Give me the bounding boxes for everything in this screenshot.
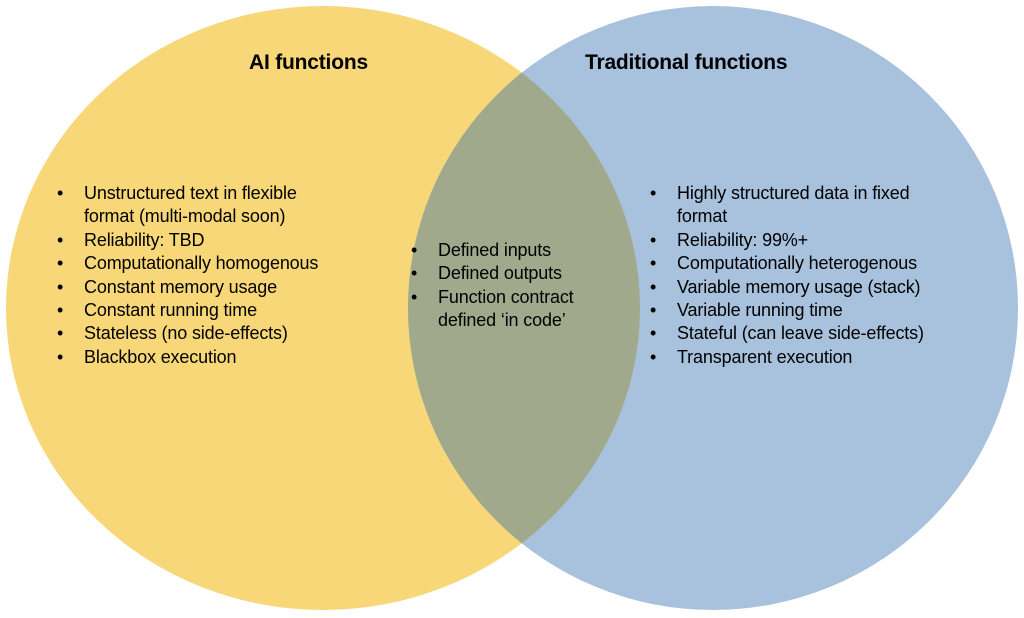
right-set-item: Computationally heterogenous [649, 252, 1019, 276]
left-set-item: Reliability: TBD [56, 229, 396, 253]
right-set-title: Traditional functions [585, 51, 788, 74]
overlap-item: Function contract defined ‘in code’ [410, 286, 630, 333]
right-set-item: Variable memory usage (stack) [649, 276, 1019, 300]
left-set-item: Stateless (no side-effects) [56, 322, 396, 346]
overlap-item: Defined outputs [410, 262, 630, 286]
right-set-item: Variable running time [649, 299, 1019, 323]
left-set-item: Computationally homogenous [56, 252, 396, 276]
left-set-item: Constant running time [56, 299, 396, 323]
left-set-item: Blackbox execution [56, 346, 396, 370]
left-set-item: Constant memory usage [56, 276, 396, 300]
overlap-region [408, 6, 640, 610]
right-set-item: Reliability: 99%+ [649, 229, 1019, 253]
right-set-item: Highly structured data in fixed format [649, 182, 1019, 229]
overlap-list: Defined inputs Defined outputs Function … [410, 239, 630, 333]
left-set-item: Unstructured text in flexible format (mu… [56, 182, 396, 229]
right-set-item: Stateful (can leave side-effects) [649, 322, 1019, 346]
overlap-item: Defined inputs [410, 239, 630, 263]
left-set-list: Unstructured text in flexible format (mu… [56, 182, 396, 370]
left-set-title: AI functions [249, 51, 368, 74]
right-set-list: Highly structured data in fixed format R… [649, 182, 1019, 370]
right-set-item: Transparent execution [649, 346, 1019, 370]
